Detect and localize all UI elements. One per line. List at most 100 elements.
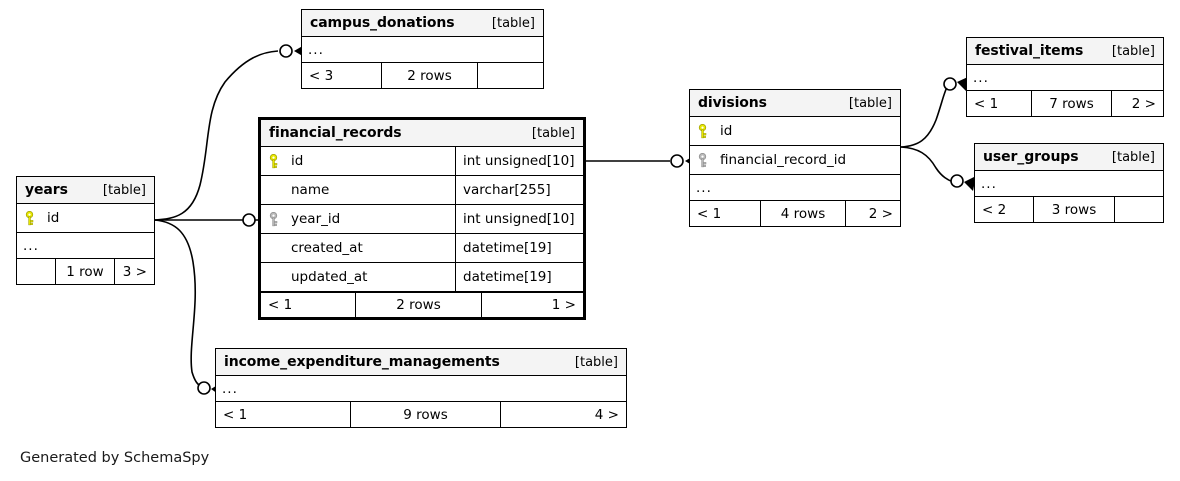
foreign-key-icon (269, 211, 282, 227)
column-name: updated_at (291, 269, 368, 285)
table-kind-label: [table] (491, 15, 535, 31)
hidden-columns-indicator: ... (302, 37, 543, 63)
table-divisions[interactable]: divisions [table] id (689, 89, 901, 227)
footer-row-count: 9 rows (350, 402, 500, 427)
table-name: financial_records (269, 125, 402, 141)
column-type: datetime[19] (455, 234, 583, 262)
edge-years-to-income-expenditure (154, 219, 203, 388)
footer-child-count[interactable]: 2 > (1111, 91, 1163, 116)
footer-row-count: 2 rows (355, 293, 481, 317)
table-financial-records[interactable]: financial_records [table] id int unsigne… (258, 117, 586, 320)
footer-parent-count[interactable]: < 1 (697, 205, 722, 222)
table-footer: < 1 2 rows 1 > (261, 292, 583, 317)
table-header: festival_items [table] (967, 38, 1163, 65)
table-footer: < 1 4 rows 2 > (690, 201, 900, 226)
generated-by-caption: Generated by SchemaSpy (20, 450, 210, 466)
column-name: id (291, 153, 304, 169)
footer-child-count[interactable]: 4 > (500, 402, 626, 427)
footer-parent-count[interactable]: < 3 (309, 67, 334, 84)
table-name: campus_donations (310, 15, 455, 31)
footer-child-count[interactable]: 2 > (845, 201, 900, 226)
table-footer: < 1 7 rows 2 > (967, 91, 1163, 116)
table-campus-donations[interactable]: campus_donations [table] ... < 3 2 rows (301, 9, 544, 89)
column-name-cell: financial_record_id (690, 146, 900, 174)
column-name-cell: created_at (261, 234, 455, 262)
table-header: years [table] (17, 177, 154, 204)
edge-divisions-to-user-groups (900, 146, 954, 183)
table-footer: < 2 3 rows (975, 197, 1163, 222)
table-kind-label: [table] (574, 354, 618, 370)
column-type: datetime[19] (455, 263, 583, 291)
table-years[interactable]: years [table] id ... 1 row (16, 176, 155, 285)
table-row[interactable]: id int unsigned[10] (261, 147, 583, 176)
column-type: int unsigned[10] (455, 147, 583, 175)
table-name: festival_items (975, 43, 1084, 59)
footer-row-count: 4 rows (760, 201, 845, 226)
footer-parent-count[interactable]: < 2 (982, 201, 1007, 218)
hidden-columns-indicator: ... (975, 171, 1163, 197)
footer-row-count: 2 rows (381, 63, 477, 88)
table-name: divisions (698, 95, 767, 111)
column-name: created_at (291, 240, 363, 256)
table-footer: < 1 9 rows 4 > (216, 402, 626, 427)
hidden-columns-indicator: ... (216, 376, 626, 402)
footer-parent-count[interactable]: < 1 (223, 406, 248, 423)
table-income-expenditure-managements[interactable]: income_expenditure_managements [table] .… (215, 348, 627, 428)
column-type: varchar[255] (455, 176, 583, 204)
footer-row-count: 1 row (55, 259, 114, 284)
footer-row-count: 3 rows (1033, 197, 1114, 222)
table-header: financial_records [table] (261, 120, 583, 147)
table-kind-label: [table] (531, 125, 575, 141)
footer-child-count[interactable] (1114, 197, 1163, 222)
column-name: financial_record_id (720, 152, 847, 168)
edge-marker-circle (242, 213, 256, 227)
column-name: id (720, 123, 733, 139)
footer-parent-count[interactable]: < 1 (974, 95, 999, 112)
table-festival-items[interactable]: festival_items [table] ... < 1 7 rows 2 … (966, 37, 1164, 117)
column-name-cell: name (261, 176, 455, 204)
edge-marker-circle (670, 154, 684, 168)
column-name-cell: year_id (261, 205, 455, 233)
column-name-cell: id (17, 204, 154, 232)
table-header: divisions [table] (690, 90, 900, 117)
column-name: id (47, 210, 60, 226)
table-kind-label: [table] (1111, 43, 1155, 59)
column-name: name (291, 182, 330, 198)
footer-row-count: 7 rows (1031, 91, 1111, 116)
footer-parent-count[interactable]: < 1 (268, 297, 293, 313)
table-name: income_expenditure_managements (224, 354, 500, 370)
edge-marker-circle (279, 44, 293, 58)
table-name: years (25, 182, 68, 198)
table-row[interactable]: id (690, 117, 900, 146)
table-row[interactable]: updated_at datetime[19] (261, 263, 583, 292)
table-row[interactable]: created_at datetime[19] (261, 234, 583, 263)
edge-divisions-to-festival-items (900, 84, 949, 148)
table-name: user_groups (983, 149, 1079, 165)
foreign-key-icon (698, 152, 711, 168)
primary-key-icon (269, 153, 282, 169)
table-kind-label: [table] (848, 95, 892, 111)
footer-child-count[interactable]: 3 > (114, 259, 154, 284)
column-name: year_id (291, 211, 341, 227)
hidden-columns-indicator: ... (967, 65, 1163, 91)
hidden-columns-indicator: ... (690, 175, 900, 201)
table-row[interactable]: id (17, 204, 154, 233)
table-row[interactable]: year_id int unsigned[10] (261, 205, 583, 234)
footer-child-count[interactable]: 1 > (481, 293, 583, 317)
column-name-cell: id (690, 117, 900, 145)
table-header: campus_donations [table] (302, 10, 543, 37)
footer-parent-count[interactable] (17, 259, 55, 284)
table-row[interactable]: financial_record_id (690, 146, 900, 175)
table-user-groups[interactable]: user_groups [table] ... < 2 3 rows (974, 143, 1164, 223)
table-kind-label: [table] (102, 182, 146, 198)
table-kind-label: [table] (1111, 149, 1155, 165)
edge-marker-circle (950, 174, 964, 188)
primary-key-icon (698, 123, 711, 139)
table-header: user_groups [table] (975, 144, 1163, 171)
column-type: int unsigned[10] (455, 205, 583, 233)
footer-child-count[interactable] (477, 63, 543, 88)
hidden-columns-indicator: ... (17, 233, 154, 259)
table-row[interactable]: name varchar[255] (261, 176, 583, 205)
edge-marker-circle (943, 77, 957, 91)
